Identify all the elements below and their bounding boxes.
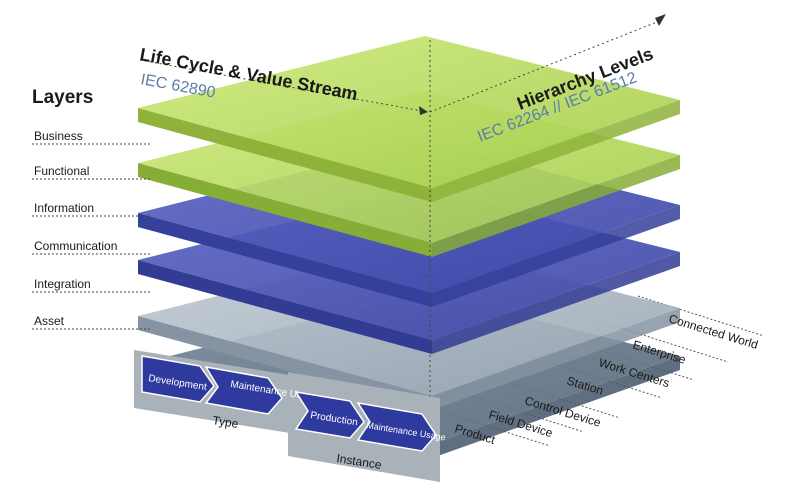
layer-slab-top bbox=[138, 36, 680, 188]
layer-slab-right-face bbox=[432, 100, 680, 202]
layer-slab-business bbox=[138, 36, 680, 202]
type-step-1-arrow[interactable] bbox=[141, 355, 215, 403]
layer-label-business: Business bbox=[34, 129, 83, 143]
layer-label-functional: Functional bbox=[34, 164, 89, 178]
layer-slab-right-face bbox=[432, 356, 680, 458]
type-step-2-arrow[interactable] bbox=[204, 365, 283, 415]
layer-slab-left-face bbox=[138, 213, 432, 307]
layer-label-integration: Integration bbox=[34, 277, 91, 291]
layer-slab-left-face bbox=[138, 108, 432, 202]
type-instance-band: Development Maintenance Usage Type Produ… bbox=[134, 350, 446, 482]
layer-label-information: Information bbox=[34, 201, 94, 215]
hierarchy-arrowhead bbox=[655, 14, 666, 26]
hierarchy-level-connected-world: Connected World bbox=[667, 311, 760, 351]
layer-label-asset: Asset bbox=[34, 314, 65, 328]
instance-step-1-arrow[interactable] bbox=[294, 390, 365, 439]
layer-labels: BusinessFunctionalInformationCommunicati… bbox=[32, 129, 150, 330]
layer-slab-right-face bbox=[432, 252, 680, 354]
instance-step-2-arrow[interactable] bbox=[356, 401, 437, 452]
lifecycle-arrowhead bbox=[419, 106, 428, 115]
layer-slabs bbox=[138, 36, 680, 458]
layer-slab-right-face bbox=[432, 205, 680, 307]
type-group-label: Type bbox=[212, 413, 240, 431]
layer-label-communication: Communication bbox=[34, 239, 117, 253]
lifecycle-axis-line bbox=[139, 59, 429, 113]
layers-heading: Layers bbox=[32, 87, 93, 108]
layer-slab-right-face bbox=[432, 308, 680, 410]
hierarchy-axis-line bbox=[429, 19, 663, 113]
layer-slab-right-face bbox=[432, 155, 680, 257]
layer-slab-left-face bbox=[138, 163, 432, 257]
layer-slab-left-face bbox=[138, 260, 432, 354]
